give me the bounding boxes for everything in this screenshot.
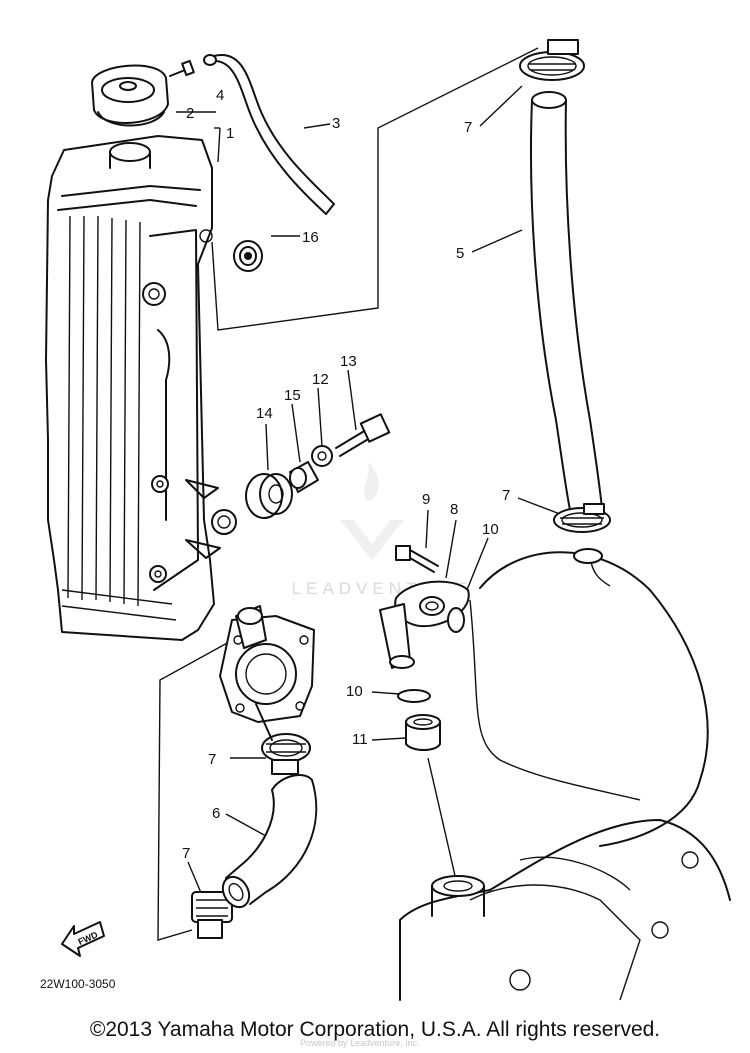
o-ring-10-upper	[447, 607, 465, 633]
bolt-13	[335, 413, 391, 457]
callout-16: 16	[302, 229, 319, 246]
callout-13: 13	[340, 353, 357, 370]
callout-8: 8	[450, 501, 458, 518]
clamp-7-top	[519, 39, 585, 81]
callout-1: 1	[226, 125, 234, 142]
cap-16	[233, 240, 263, 272]
clamp-7-right	[553, 503, 611, 533]
clamp-7-bottom	[191, 891, 233, 939]
pump-housing	[219, 605, 315, 741]
washer-12	[311, 445, 333, 467]
fwd-arrow-icon: FWD	[61, 921, 105, 957]
callout-labels: 1 2 3 4 5 6 7 7 7 7 8 9 10 10 11 12 13 1…	[182, 87, 510, 862]
callout-14: 14	[256, 405, 273, 422]
callout-10-b: 10	[346, 683, 363, 700]
callout-7-c: 7	[208, 751, 216, 768]
callout-11: 11	[352, 731, 368, 748]
collar-15	[289, 461, 319, 493]
drawing-code: 22W100-3050	[40, 977, 116, 991]
callout-15: 15	[284, 387, 301, 404]
grommet-14	[245, 473, 293, 519]
callout-7-a: 7	[464, 119, 472, 136]
leader-lines	[157, 47, 561, 941]
callout-4: 4	[216, 87, 224, 104]
callout-3: 3	[332, 115, 340, 132]
watermark-logo	[340, 462, 404, 560]
callout-7-d: 7	[182, 845, 190, 862]
screw-4	[169, 59, 195, 77]
callout-5: 5	[456, 245, 464, 262]
callout-12: 12	[312, 371, 329, 388]
callout-9: 9	[422, 491, 430, 508]
o-ring-10-lower	[397, 689, 431, 703]
collar-11	[405, 714, 441, 751]
bolt-9	[395, 545, 439, 573]
hose-5	[530, 91, 603, 516]
hose-6	[221, 774, 318, 909]
clamp-7-middle	[261, 733, 311, 775]
callout-2: 2	[186, 105, 194, 122]
callout-10-a: 10	[482, 521, 499, 538]
radiator	[45, 135, 237, 641]
engine-case	[399, 548, 731, 1001]
radiator-cap	[91, 64, 169, 127]
breather-hose	[203, 53, 335, 215]
copyright-notice: ©2013 Yamaha Motor Corporation, U.S.A. A…	[89, 1018, 661, 1041]
callout-6: 6	[212, 805, 220, 822]
callout-7-b: 7	[502, 487, 510, 504]
watermark-small-text: Powered by Leadventure, Inc.	[300, 1038, 420, 1048]
